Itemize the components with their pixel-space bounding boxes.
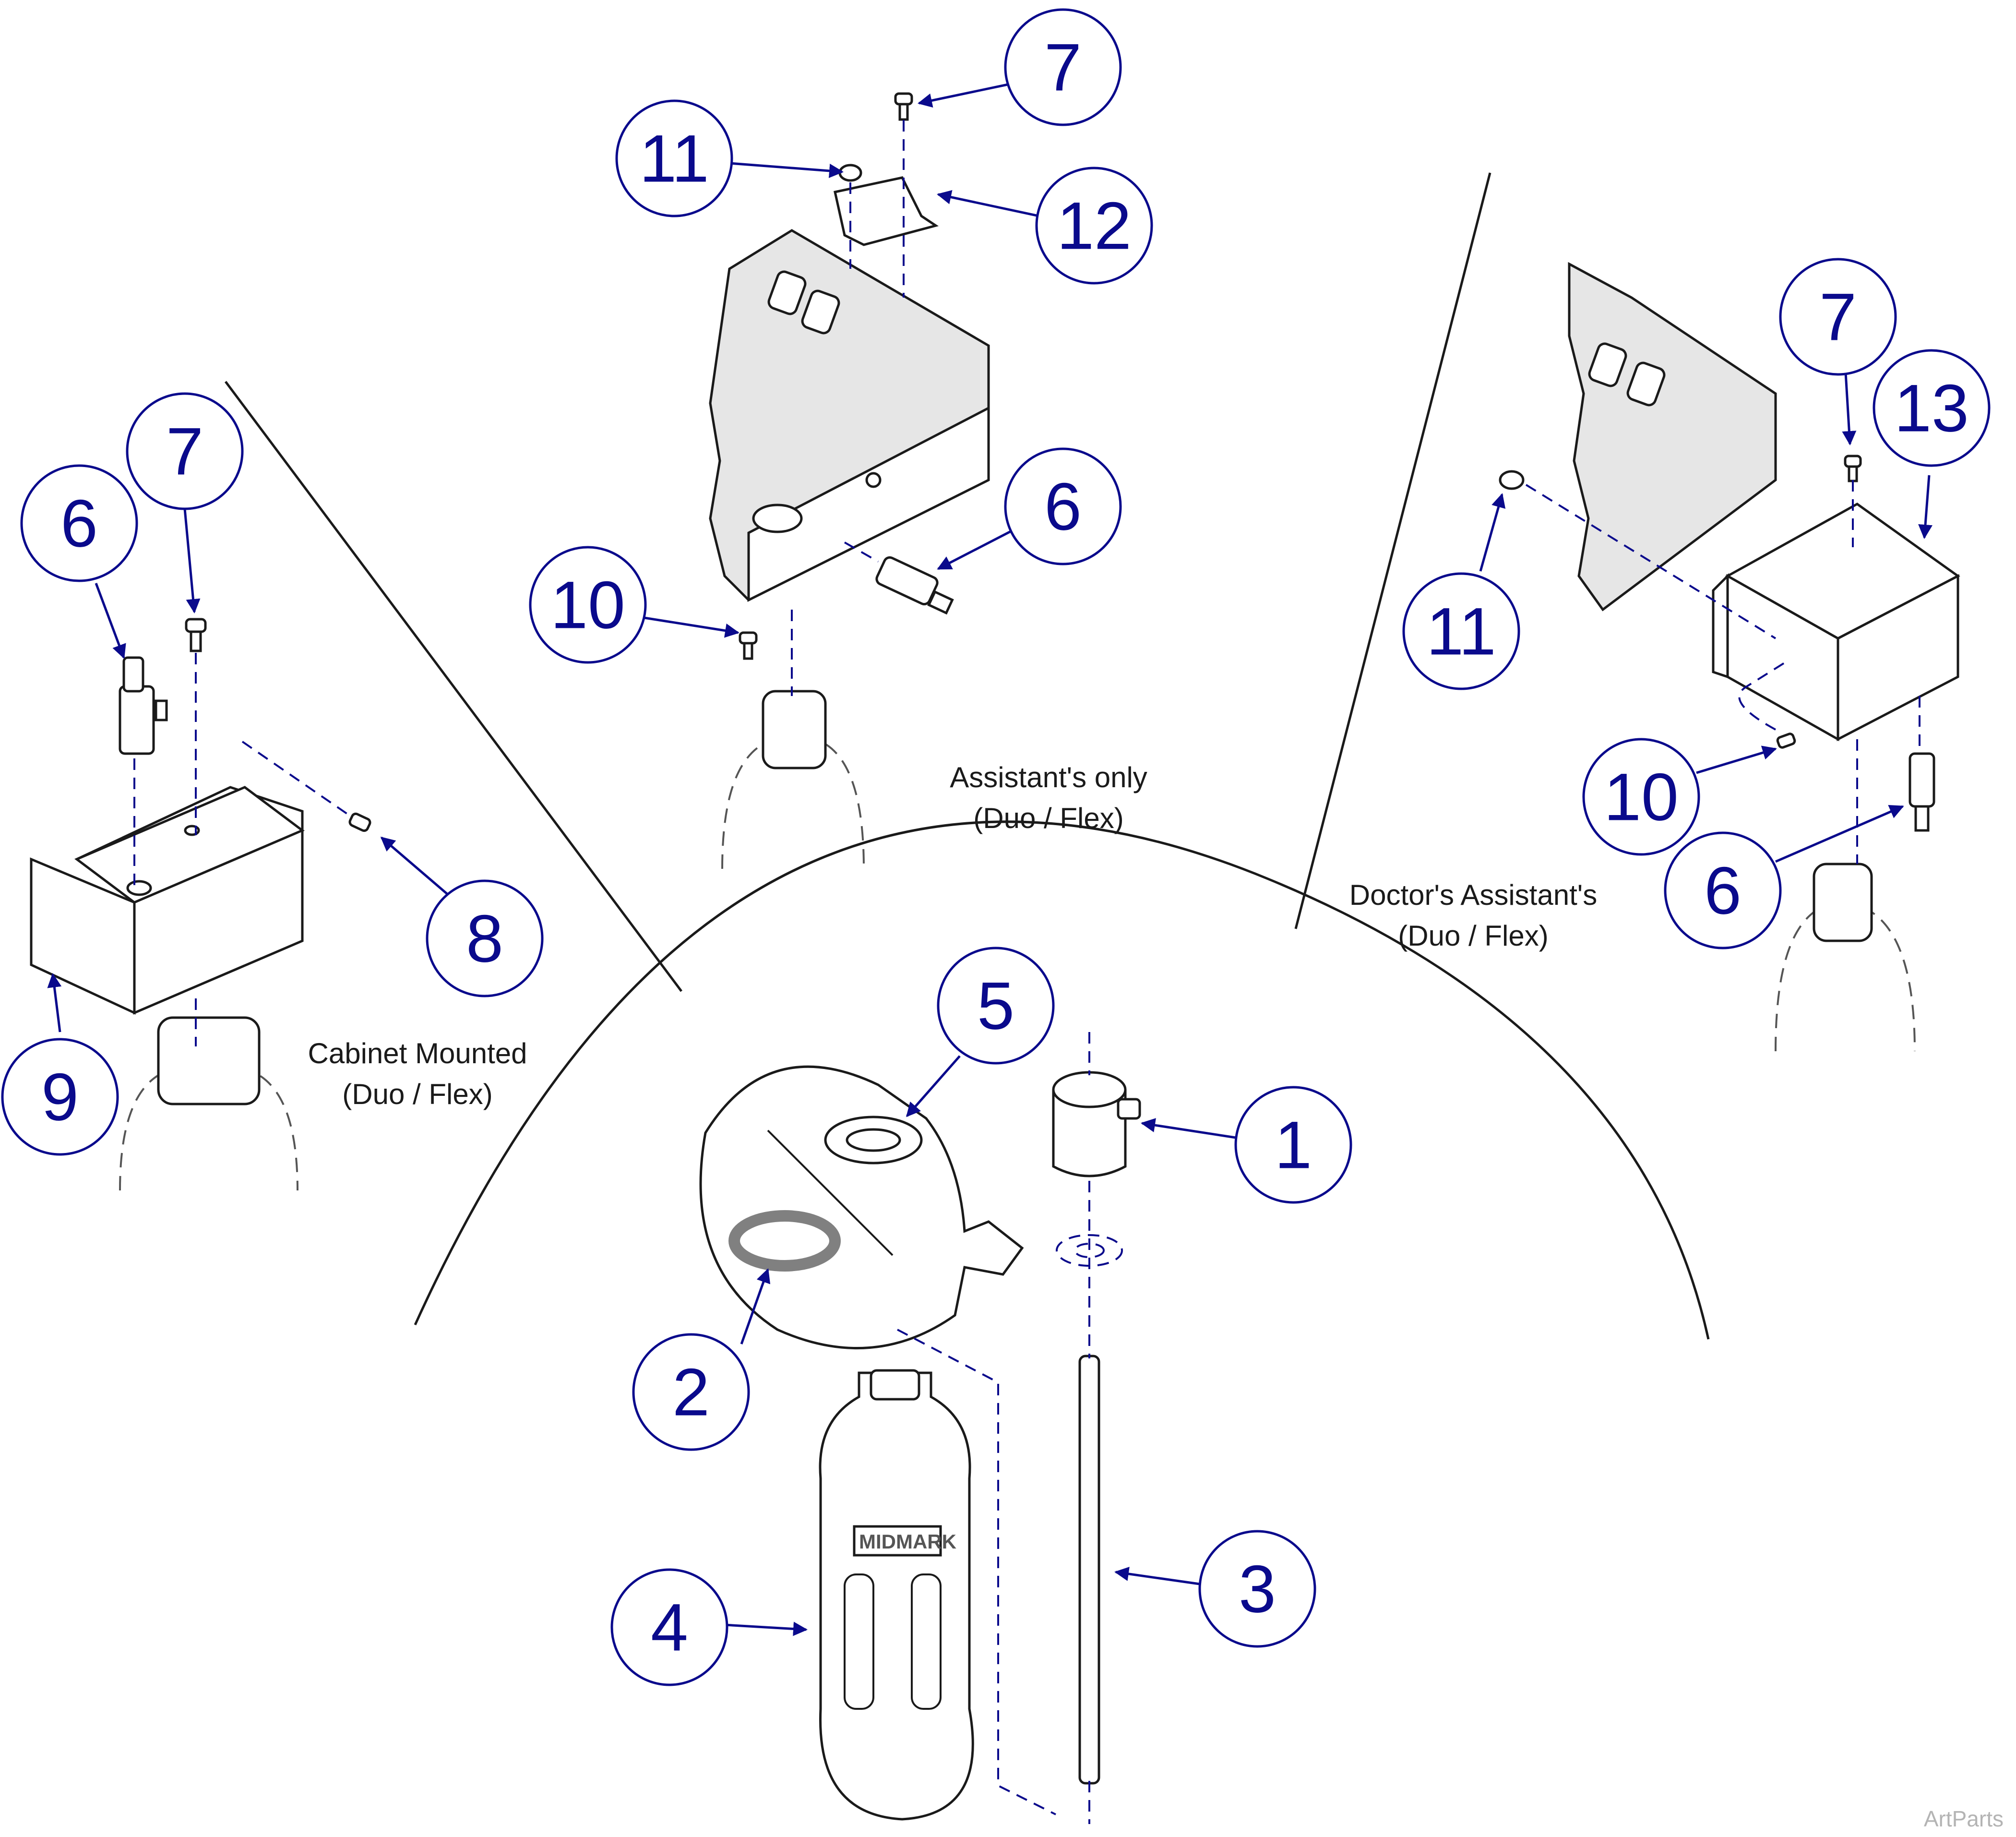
svg-text:4: 4 <box>651 1590 688 1665</box>
svg-text:12: 12 <box>1057 188 1132 264</box>
callout-6-right: 6 <box>1664 831 1782 949</box>
tube-3 <box>1078 1355 1100 1785</box>
panel-flange <box>747 406 990 602</box>
svg-text:10: 10 <box>1604 759 1679 835</box>
svg-text:8: 8 <box>466 901 503 976</box>
callout-13: 13 <box>1873 349 1991 467</box>
callout-11-right: 11 <box>1402 572 1520 690</box>
svg-text:2: 2 <box>672 1355 710 1430</box>
svg-text:5: 5 <box>977 968 1014 1044</box>
callout-12: 12 <box>1035 167 1153 285</box>
callout-1: 1 <box>1234 1086 1352 1204</box>
detail-bubble <box>699 1065 1024 1350</box>
bottle-outline-top <box>721 705 865 869</box>
switch-6-top <box>875 556 954 615</box>
callout-5: 5 <box>937 947 1055 1065</box>
svg-text:1: 1 <box>1275 1107 1312 1183</box>
box-13-flange <box>1712 573 1729 679</box>
mounting-panel-right <box>1568 262 1777 612</box>
callout-3: 3 <box>1198 1530 1316 1648</box>
gasket-2 <box>728 1210 841 1272</box>
callout-7-top: 7 <box>1004 8 1122 126</box>
screw-8-left <box>348 812 371 832</box>
clip-bracket-12 <box>834 176 939 246</box>
caption-cabinet-line1: Cabinet Mounted <box>308 1037 527 1069</box>
callout-6-left: 6 <box>20 464 138 582</box>
svg-text:3: 3 <box>1239 1551 1276 1627</box>
callout-6-top: 6 <box>1004 447 1122 565</box>
screw-7-right <box>1844 455 1862 482</box>
switch-left <box>119 656 168 755</box>
caption-doctor-assistant: Doctor's Assistant's (Duo / Flex) <box>1349 879 1597 952</box>
fitting-1 <box>1052 1071 1141 1177</box>
screw-7-left <box>185 618 207 652</box>
bottle-cap-right <box>1813 863 1873 942</box>
bottle-logo-text: MIDMARK <box>859 1530 956 1553</box>
svg-text:11: 11 <box>639 121 709 196</box>
watermark-text: ArtParts <box>1924 1806 2004 1831</box>
caption-assistant-line2: (Duo / Flex) <box>973 802 1123 834</box>
switch-6-right <box>1909 752 1935 832</box>
leader-lines <box>47 83 1933 1636</box>
nut-11-right <box>1499 470 1525 490</box>
callout-2: 2 <box>632 1333 750 1451</box>
svg-text:6: 6 <box>1044 469 1082 544</box>
screw-10-right <box>1776 732 1796 749</box>
callout-11-top: 11 <box>615 99 733 217</box>
svg-text:11: 11 <box>1426 594 1496 669</box>
callout-8: 8 <box>426 879 544 997</box>
caption-doctor-line2: (Duo / Flex) <box>1398 920 1548 952</box>
assistant-only-assembly <box>709 92 990 869</box>
section-dividers <box>224 172 1710 1340</box>
callout-10-top: 10 <box>529 546 647 664</box>
bottle-outline-left <box>119 1050 298 1191</box>
callout-4: 4 <box>610 1568 728 1686</box>
svg-text:9: 9 <box>41 1059 79 1135</box>
screw-10-top <box>739 631 758 660</box>
caption-cabinet-line2: (Duo / Flex) <box>342 1078 492 1110</box>
svg-text:7: 7 <box>1044 30 1082 105</box>
svg-text:7: 7 <box>1819 279 1857 355</box>
screw-7-top <box>894 92 913 121</box>
callout-7-left: 7 <box>126 392 244 510</box>
midmark-bottle-4: MIDMARK <box>819 1369 974 1821</box>
callout-7-right: 7 <box>1779 258 1897 376</box>
bottle-cap-top <box>762 690 827 769</box>
svg-text:6: 6 <box>60 486 98 561</box>
cabinet-box-side <box>133 828 304 1015</box>
caption-assistant-line1: Assistant's only <box>950 761 1147 793</box>
svg-text:6: 6 <box>1704 853 1742 928</box>
svg-text:7: 7 <box>166 414 203 489</box>
doctor-assistant-assembly <box>1499 262 1960 1052</box>
svg-text:10: 10 <box>550 567 625 643</box>
callout-9: 9 <box>1 1038 119 1156</box>
caption-cabinet-mounted: Cabinet Mounted (Duo / Flex) <box>308 1037 527 1110</box>
bottle-assembly: MIDMARK <box>699 1032 1141 1824</box>
cabinet-mounted-assembly <box>30 618 371 1191</box>
bottle-cap-left <box>157 1016 261 1105</box>
svg-text:13: 13 <box>1894 371 1969 446</box>
nut-11-top <box>838 164 862 182</box>
caption-doctor-line1: Doctor's Assistant's <box>1349 879 1597 911</box>
caption-assistant-only: Assistant's only (Duo / Flex) <box>950 761 1147 834</box>
callout-10-right: 10 <box>1582 738 1700 856</box>
